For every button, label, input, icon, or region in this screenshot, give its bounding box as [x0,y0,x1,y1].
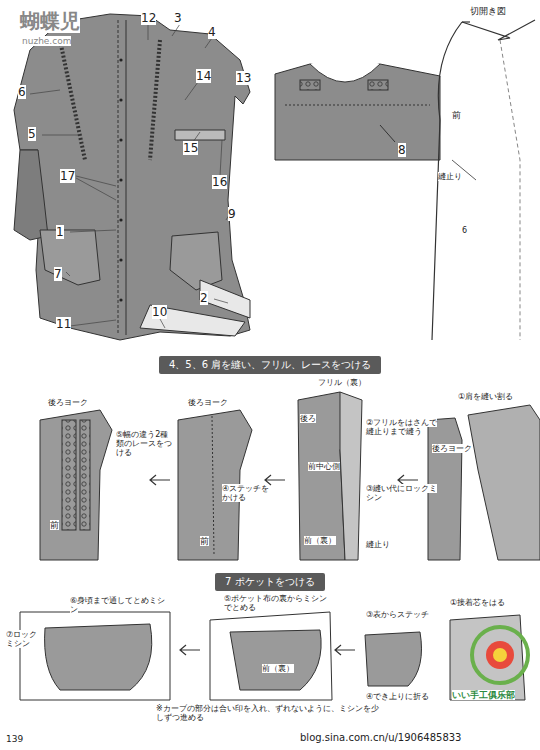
logo-text: いい手工俱乐部 [452,690,515,700]
note-label: ⑤幅の違う2種類のレースをつける [116,430,172,458]
callout-number: 11 [56,318,71,332]
part-name: 前（裏） [304,536,336,545]
callout-number: 5 [28,128,36,142]
part-name: フリル（裏） [318,378,366,387]
part-name: 前中心側 [308,462,342,471]
watermark: 蝴蝶児 [20,10,80,33]
callout-number: 10 [152,306,167,320]
section-band: 4、5、6 肩を縫い、フリル、レースをつける [159,356,381,374]
note-label: ⑥身頃まで通してとめミシン [70,596,166,614]
callout-number: 13 [236,72,251,86]
callout-number: 4 [208,26,216,40]
callout-number: 3 [174,12,182,26]
callout-number: 16 [212,176,227,190]
callout-number: 6 [462,226,467,235]
note-label: ④でき上りに折る [366,692,429,701]
note-label: ①肩を縫い割る [458,392,513,401]
note-label: ①接着芯をはる [450,598,505,607]
part-name: 前（裏） [262,664,294,673]
callout-number: 9 [228,208,236,222]
callout-number: 12 [141,12,156,26]
section-title: 7 ポケットをつける [225,576,315,587]
callout-number: 7 [54,268,62,282]
part-name: 後ろ [300,414,316,423]
section-band: 7 ポケットをつける [215,573,325,591]
part-name: 前 [200,536,209,546]
callout-number: 17 [60,170,75,184]
note-label: ②フリルをはさんで縫止りまで縫う [366,418,440,436]
part-name: 後ろヨーク [432,444,472,453]
note-label: ⑦ロックミシン [6,630,42,648]
callout-number: 6 [18,86,26,100]
section-title: 4、5、6 肩を縫い、フリル、レースをつける [169,359,371,370]
note-label: ※カーブの部分は合い印を入れ、ずれないように、ミシンを少しずつ進める [156,704,386,722]
note-label: ③縫い代にロックミシン [366,484,440,502]
part-name: 前 [452,110,461,120]
note-label: ⑤ポケット布の裏からミシンでとめる [224,594,334,612]
note-label: ④ステッチをかける [222,484,276,502]
note-label: 切開き図 [470,6,506,16]
callout-number: 14 [196,70,211,84]
page-number: 139 [6,734,23,744]
part-name: 後ろヨーク [188,398,228,407]
watermark: nuzhe.com [22,36,71,46]
callout-number: 2 [200,292,208,306]
part-name: 後ろヨーク [48,398,88,407]
note-label: 縫止り [366,540,390,549]
callout-number: 8 [398,144,406,158]
watermark: blog.sina.com.cn/u/1906485833 [300,732,461,744]
callout-number: 15 [183,142,198,156]
note-label: ③表からステッチ [366,610,429,619]
callout-number: 1 [56,226,64,240]
note-label: 縫止り [438,172,462,181]
part-name: 前 [50,520,59,530]
